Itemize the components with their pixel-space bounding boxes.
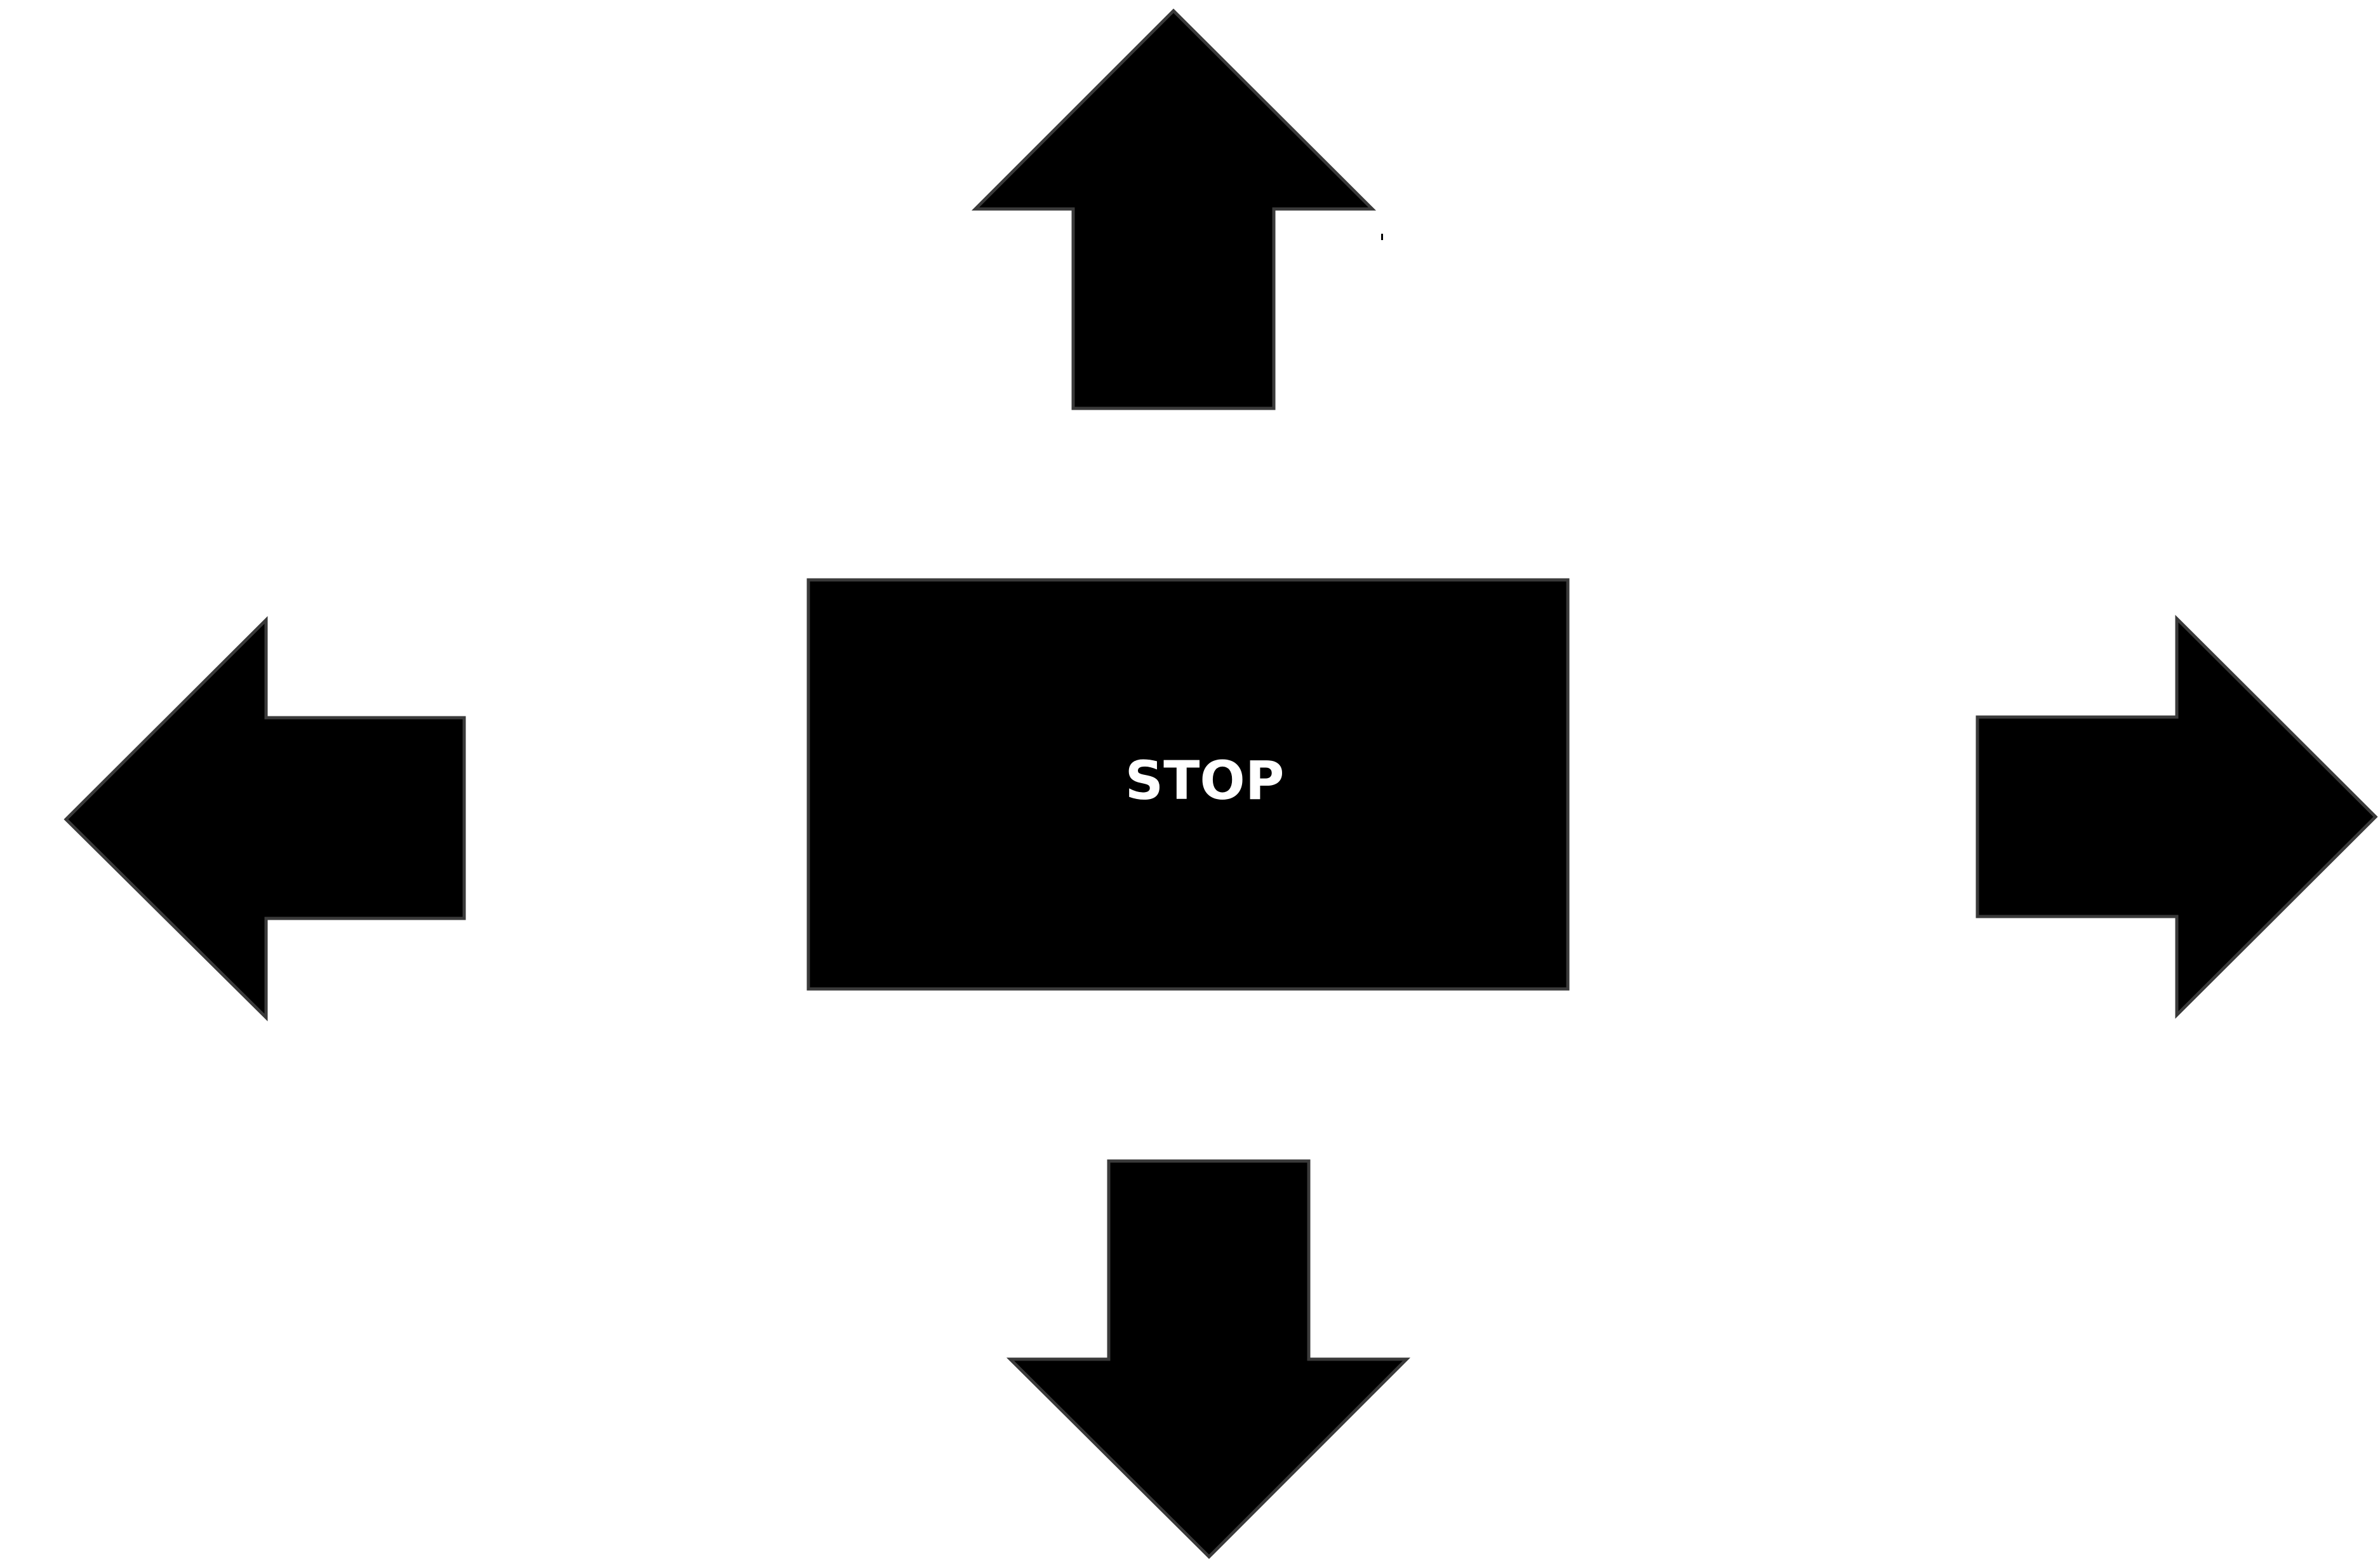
up-arrow-button[interactable] <box>971 8 1377 410</box>
stop-button-body[interactable] <box>806 578 1570 991</box>
stop-button-label: STOP <box>1125 749 1285 812</box>
right-arrow-button[interactable] <box>1976 614 2378 1019</box>
left-arrow-button[interactable] <box>64 615 466 1021</box>
stray-mark <box>1381 234 1383 240</box>
stop-button[interactable]: STOP <box>806 578 1570 991</box>
down-arrow-button[interactable] <box>1006 1159 1411 1559</box>
